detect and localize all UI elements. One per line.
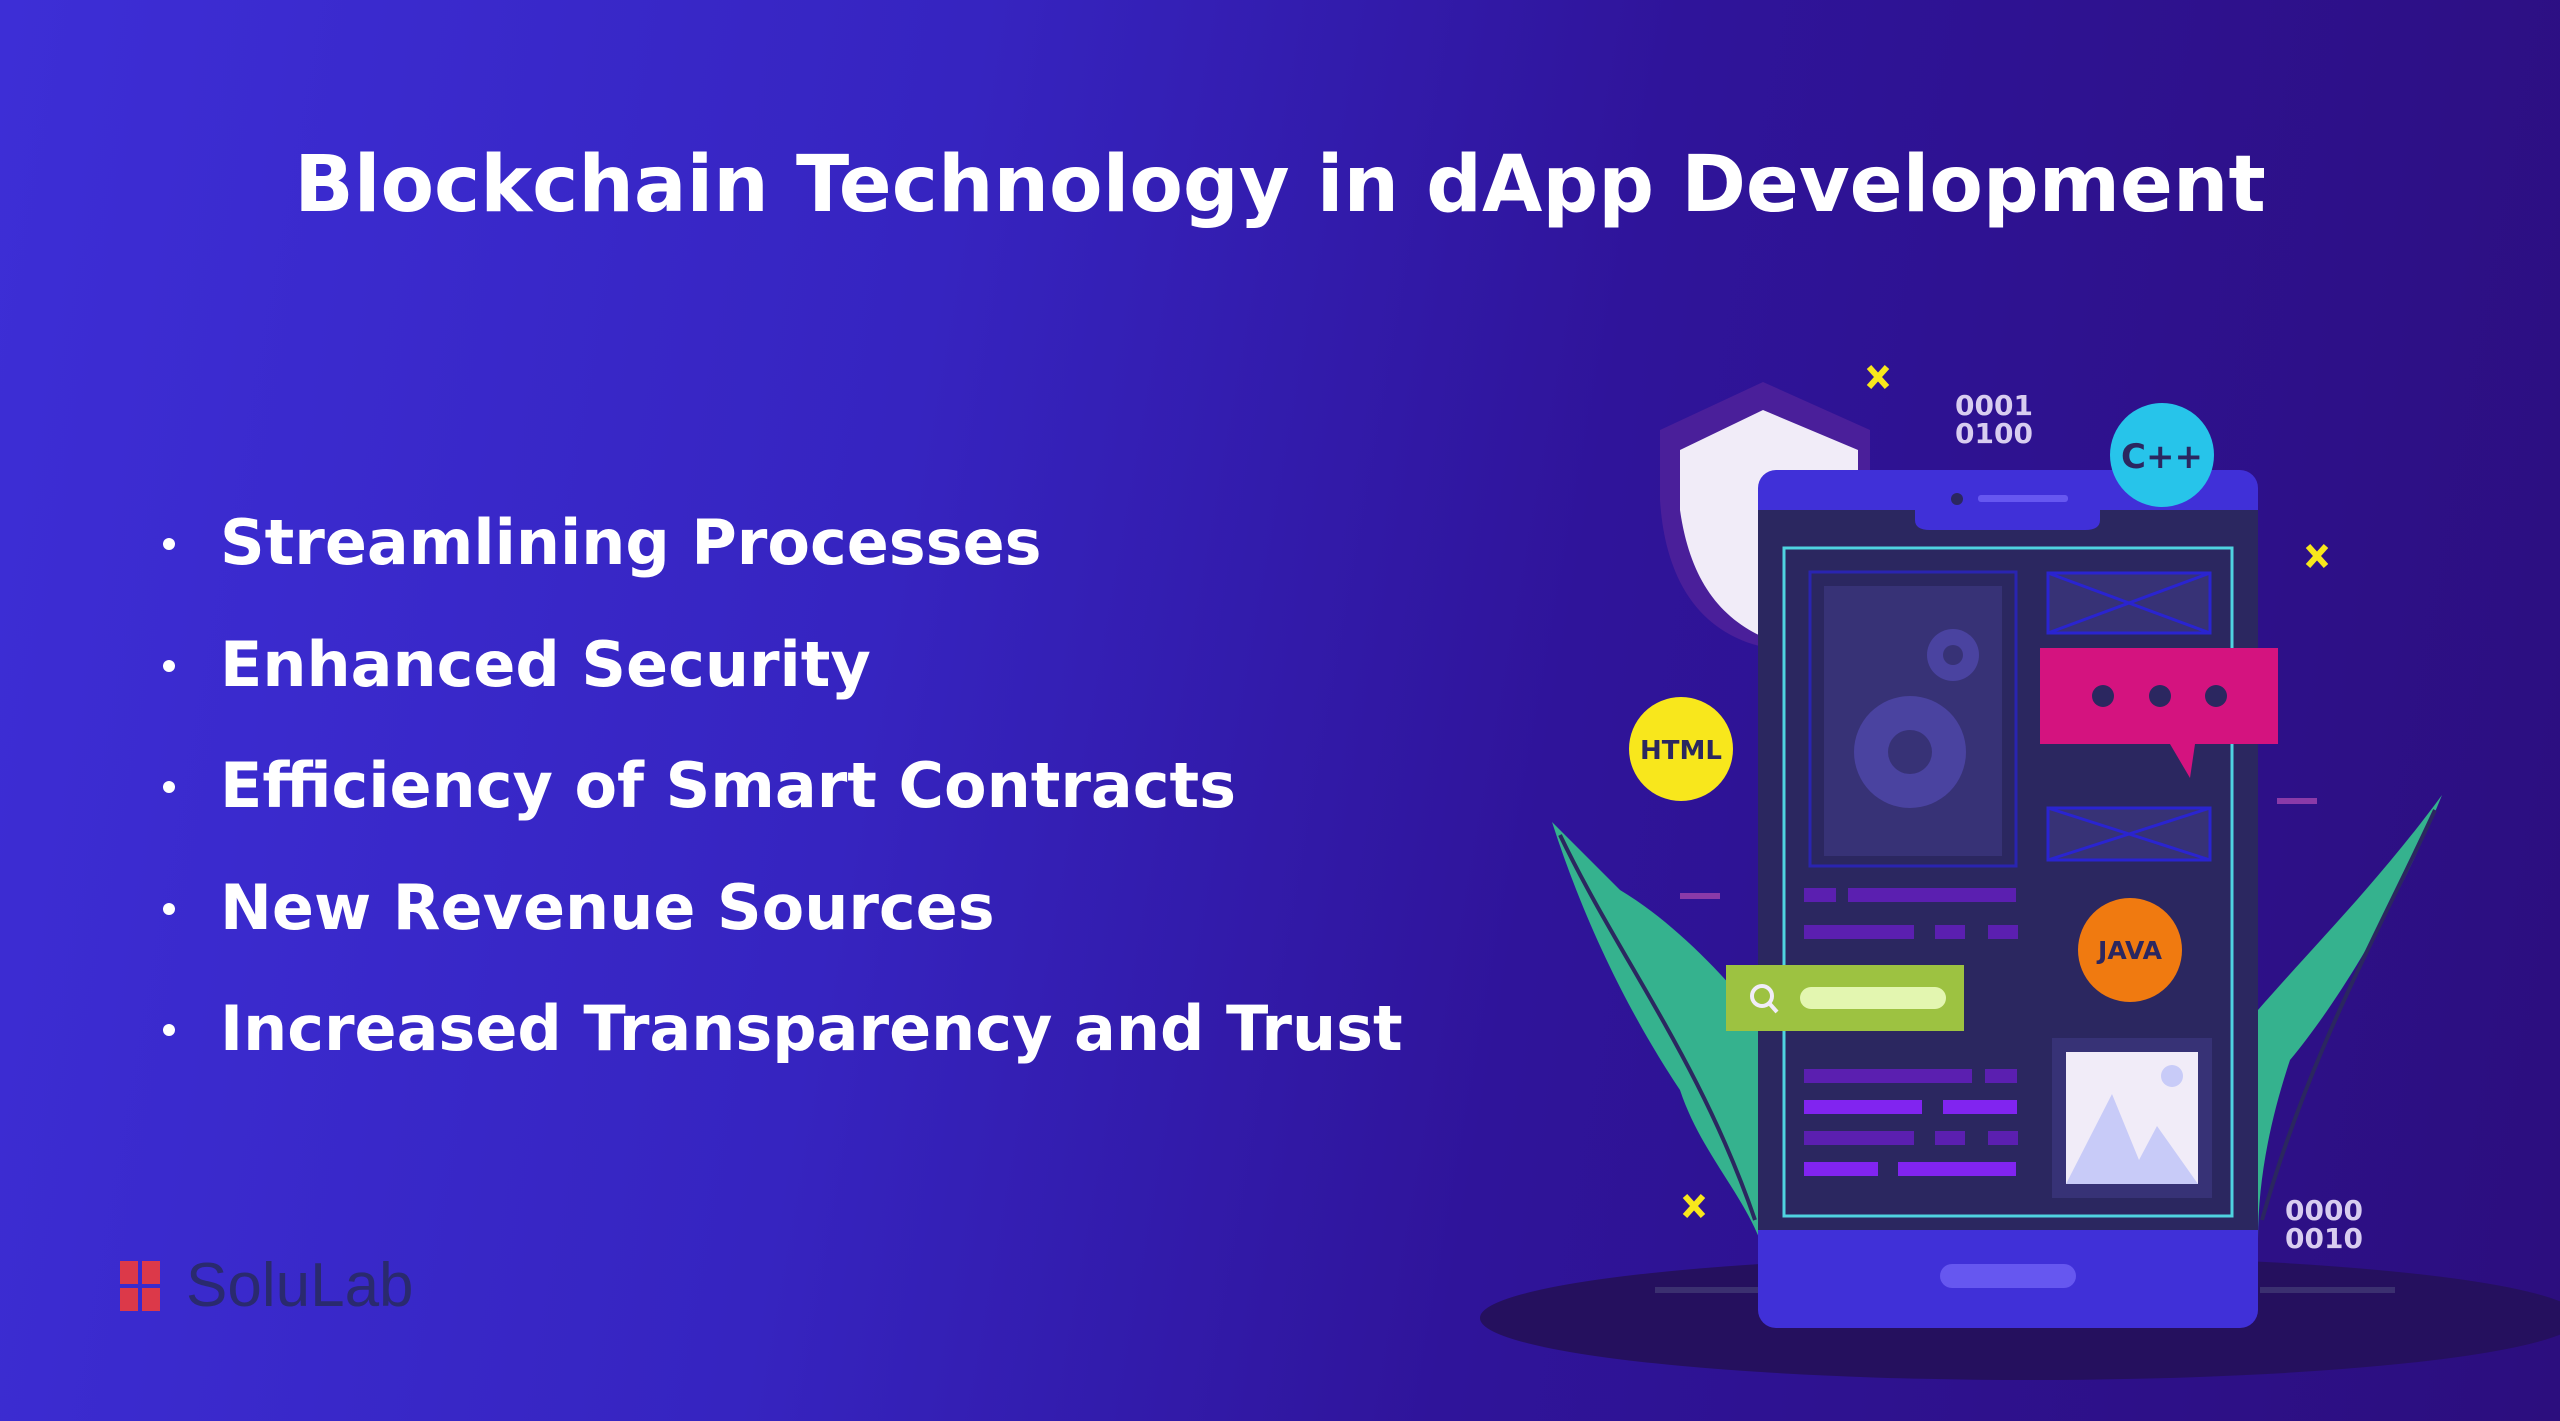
bullet-item: Streamlining Processes (155, 495, 1403, 617)
placeholder-box-top (2046, 571, 2212, 635)
bullet-dot-icon (163, 1024, 175, 1036)
image-placeholder-icon (2052, 1038, 2212, 1198)
bullet-item: Increased Transparency and Trust (155, 981, 1403, 1103)
svg-text:0100: 0100 (1955, 417, 2033, 450)
leaf-left-icon (1552, 822, 1760, 1240)
page-title: Blockchain Technology in dApp Developmen… (294, 140, 2266, 230)
logo-text: SoluLab (186, 1251, 414, 1320)
home-button (1940, 1264, 2076, 1288)
bullet-dot-icon (163, 902, 175, 915)
cross-decoration-icon (1682, 364, 2329, 1219)
bullet-item: Enhanced Security (155, 617, 1403, 739)
dash-decoration (1680, 798, 2317, 899)
text-lines-bottom (1804, 1069, 2018, 1176)
java-badge: JAVA (2078, 898, 2182, 1002)
cpp-badge: C++ (2110, 403, 2214, 507)
search-bar (1726, 965, 1964, 1031)
bullet-label: Efficiency of Smart Contracts (220, 749, 1237, 822)
solulab-logo: SoluLab (120, 1250, 414, 1321)
svg-text:JAVA: JAVA (2096, 936, 2163, 965)
svg-text:0001: 0001 (1955, 389, 2033, 422)
bullet-label: Streamlining Processes (220, 506, 1042, 579)
leaf-right-icon (2258, 795, 2442, 1240)
search-icon (1750, 984, 1774, 1008)
bullet-dot-icon (163, 781, 175, 793)
svg-text:HTML: HTML (1640, 736, 1722, 766)
bullet-label: Increased Transparency and Trust (220, 992, 1403, 1065)
html-badge: HTML (1629, 697, 1733, 801)
placeholder-box-mid (2046, 806, 2212, 862)
bullet-label: Enhanced Security (220, 627, 871, 701)
chat-bubble-icon (2040, 648, 2278, 778)
bullet-dot-icon (163, 538, 175, 550)
bullet-item: New Revenue Sources (155, 860, 1403, 982)
bullet-item: Efficiency of Smart Contracts (155, 738, 1403, 860)
bullet-dot-icon (163, 659, 175, 672)
binary-text: 0001 0100 0000 0010 (1955, 389, 2363, 1255)
text-lines-top (1804, 888, 2018, 939)
svg-text:C++: C++ (2121, 437, 2203, 477)
svg-text:0000: 0000 (2285, 1194, 2363, 1227)
bullet-label: New Revenue Sources (220, 870, 995, 944)
bullet-list: Streamlining Processes Enhanced Security… (155, 495, 1403, 1103)
solulab-logo-icon (120, 1260, 168, 1311)
svg-text:0010: 0010 (2285, 1222, 2363, 1255)
